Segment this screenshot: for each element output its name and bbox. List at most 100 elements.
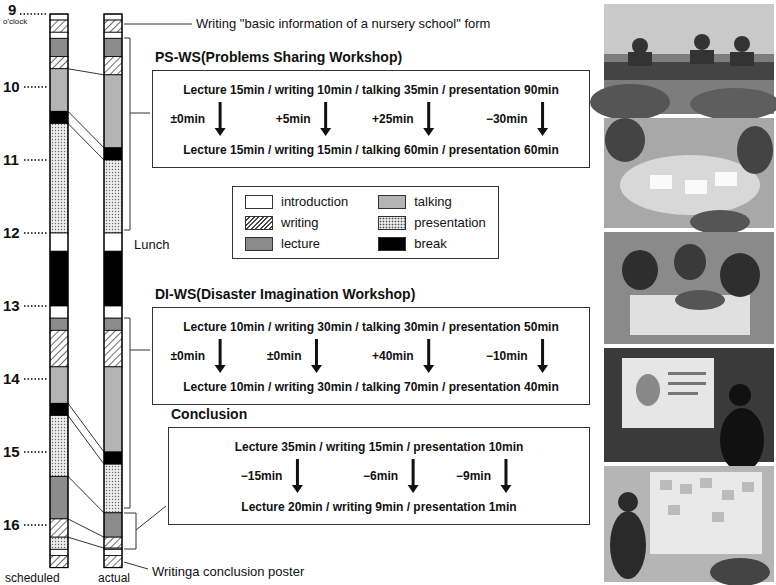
box-heading: DI-WS(Disaster Imagination Workshop) xyxy=(155,287,415,302)
legend-item: presentation xyxy=(378,215,486,230)
change-arrow xyxy=(412,459,415,486)
shift-line xyxy=(68,124,104,161)
time-segment xyxy=(104,464,122,513)
duration-row: Lecture 10min / writing 30min / talking … xyxy=(163,316,579,336)
photo xyxy=(604,232,774,344)
time-segment xyxy=(50,537,68,549)
photo xyxy=(604,466,774,585)
hour-tick xyxy=(24,378,48,379)
hour-label: 12 xyxy=(3,225,20,240)
change-arrow xyxy=(324,102,327,129)
hour-label: 10 xyxy=(3,79,20,94)
column-label: actual xyxy=(98,572,130,584)
hour-tick xyxy=(24,159,48,160)
change-arrow xyxy=(541,339,544,366)
hour-tick xyxy=(20,13,48,14)
legend-swatch xyxy=(245,195,273,209)
duration-text: Lecture 35min / writing 15min / presenta… xyxy=(235,440,524,455)
column-label: scheduled xyxy=(5,572,60,584)
shift-line xyxy=(68,69,104,75)
time-segment xyxy=(50,519,68,537)
arrowhead xyxy=(215,128,226,136)
legend-text: lecture xyxy=(281,236,320,251)
photo xyxy=(604,348,774,472)
time-segment xyxy=(50,306,68,318)
time-change: −30min xyxy=(485,113,529,125)
photo xyxy=(604,118,774,234)
time-change: +5min xyxy=(275,113,312,125)
arrowhead xyxy=(423,128,434,136)
time-segment xyxy=(50,233,68,251)
hour-tick xyxy=(24,232,48,233)
callout-text: Writinga conclusion poster xyxy=(152,565,304,578)
time-change: ±0min xyxy=(170,350,207,362)
time-change: −6min xyxy=(362,470,399,482)
duration-text: Lecture 10min / writing 30min / talking … xyxy=(183,320,558,335)
time-change: +40min xyxy=(371,350,415,362)
legend-swatch xyxy=(378,195,406,209)
arrowhead xyxy=(311,365,322,373)
timeline-columns xyxy=(20,14,122,568)
time-segment xyxy=(104,148,122,160)
legend-item: writing xyxy=(245,215,348,230)
hour-label: 15 xyxy=(3,444,20,459)
arrowhead xyxy=(292,485,303,493)
hour-tick xyxy=(24,524,48,525)
photo xyxy=(590,4,776,120)
duration-row: Lecture 15min / writing 15min / talking … xyxy=(163,139,579,159)
time-change: ±0min xyxy=(170,113,207,125)
bracket xyxy=(124,318,150,508)
shift-line xyxy=(68,403,104,452)
time-segment xyxy=(104,75,122,148)
change-arrow xyxy=(427,339,430,366)
legend-item: talking xyxy=(378,194,486,209)
hour-label: 11 xyxy=(3,152,19,167)
change-arrow xyxy=(541,102,544,129)
time-change: +25min xyxy=(371,113,415,125)
duration-row: Lecture 10min / writing 30min / talking … xyxy=(163,376,579,396)
time-segment xyxy=(104,160,122,233)
hour-tick xyxy=(24,86,48,87)
time-segment xyxy=(50,367,68,404)
hour-label: 16 xyxy=(3,517,20,532)
change-arrow xyxy=(315,339,318,366)
time-segment xyxy=(50,14,68,20)
duration-text: Lecture 15min / writing 10min / talking … xyxy=(183,83,558,98)
legend-item: introduction xyxy=(245,194,348,209)
time-segment xyxy=(104,306,122,318)
lunch-label: Lunch xyxy=(134,238,169,251)
time-segment xyxy=(50,476,68,519)
time-segment xyxy=(104,32,122,38)
time-segment xyxy=(104,555,122,567)
arrowhead xyxy=(537,128,548,136)
time-segment xyxy=(104,549,122,555)
time-segment xyxy=(50,330,68,367)
legend-text: talking xyxy=(414,194,452,209)
time-segment xyxy=(50,416,68,477)
hour-unit: o'clock xyxy=(3,18,27,26)
time-segment xyxy=(104,38,122,56)
time-segment xyxy=(104,452,122,464)
time-change: −15min xyxy=(240,470,284,482)
time-segment xyxy=(50,555,68,567)
arrowhead xyxy=(423,365,434,373)
legend-box: introduction talking writing presentation le… xyxy=(232,186,499,259)
bracket xyxy=(124,38,150,230)
duration-text: Lecture 15min / writing 15min / talking … xyxy=(183,143,558,158)
time-segment xyxy=(50,124,68,234)
shift-line xyxy=(68,519,104,537)
box-heading: Conclusion xyxy=(171,407,247,422)
time-segment xyxy=(50,403,68,415)
arrowhead xyxy=(320,128,331,136)
time-segment xyxy=(50,57,68,69)
duration-text: Lecture 20min / writing 9min / presentat… xyxy=(241,500,516,515)
change-arrow xyxy=(427,102,430,129)
time-segment xyxy=(50,69,68,112)
legend-text: presentation xyxy=(414,215,486,230)
hour-tick xyxy=(24,451,48,452)
shift-line xyxy=(68,111,104,147)
time-segment xyxy=(104,251,122,306)
column-outline xyxy=(104,14,122,568)
time-segment xyxy=(50,318,68,330)
